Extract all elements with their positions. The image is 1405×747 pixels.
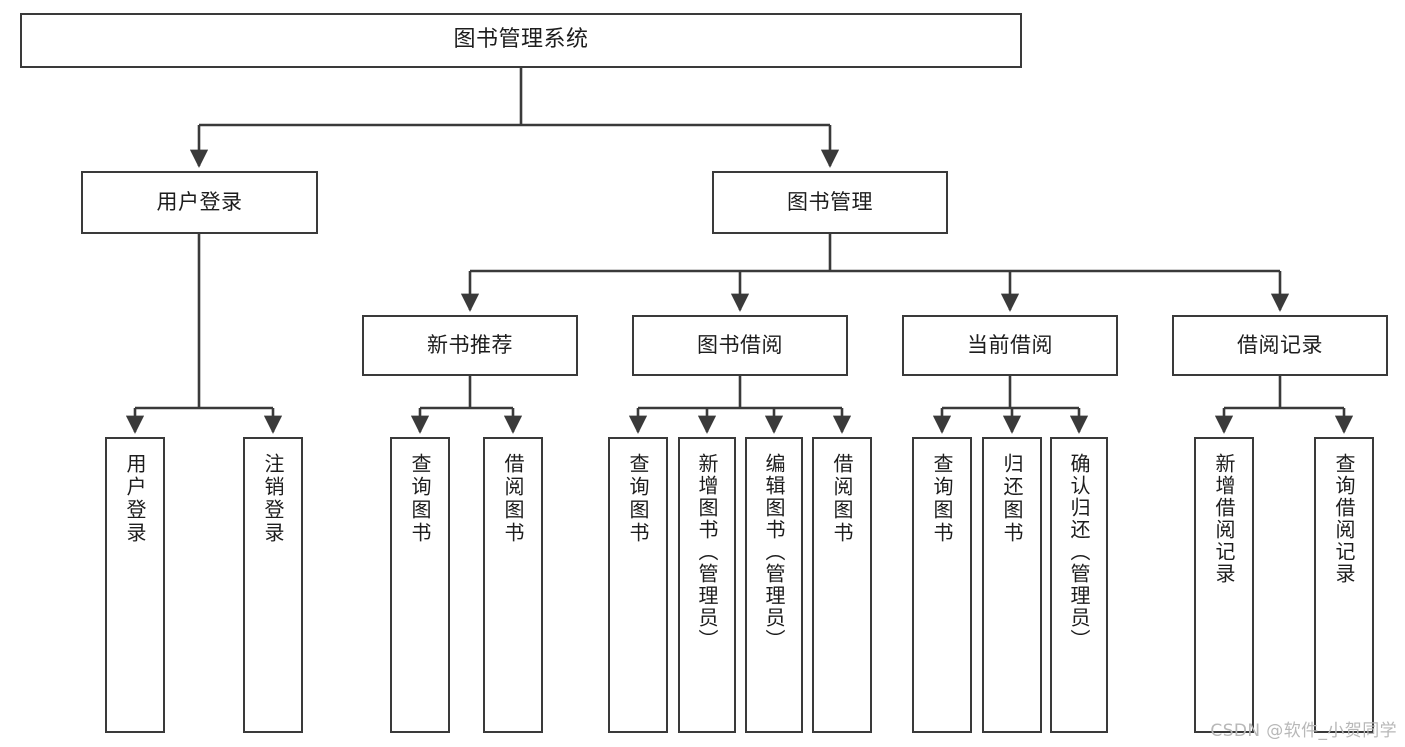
- node-leaf-borrow-book-label: 借阅图书: [830, 453, 854, 545]
- node-leaf-query-book-new[interactable]: 查询图书: [390, 437, 450, 733]
- node-user-login-label: 用户登录: [156, 189, 243, 214]
- node-book-manage-label: 图书管理: [787, 189, 873, 214]
- node-leaf-user-login-label: 用户登录: [123, 453, 147, 545]
- node-leaf-query-book-borrow[interactable]: 查询图书: [608, 437, 668, 733]
- node-leaf-add-borrow-record-label: 新增借阅记录: [1212, 453, 1236, 585]
- node-leaf-confirm-return-admin[interactable]: 确认归还（管理员）: [1050, 437, 1108, 733]
- node-leaf-query-book-borrow-label: 查询图书: [626, 453, 650, 545]
- node-leaf-edit-book-admin[interactable]: 编辑图书（管理员）: [745, 437, 803, 733]
- node-leaf-add-book-admin-label: 新增图书（管理员）: [695, 453, 719, 651]
- node-leaf-add-borrow-record[interactable]: 新增借阅记录: [1194, 437, 1254, 733]
- node-current-borrow-label: 当前借阅: [967, 332, 1053, 357]
- node-leaf-borrow-book[interactable]: 借阅图书: [812, 437, 872, 733]
- node-book-manage[interactable]: 图书管理: [712, 171, 948, 234]
- node-current-borrow[interactable]: 当前借阅: [902, 315, 1118, 376]
- node-leaf-borrow-book-new[interactable]: 借阅图书: [483, 437, 543, 733]
- node-leaf-edit-book-admin-label: 编辑图书（管理员）: [762, 453, 786, 651]
- node-root-system[interactable]: 图书管理系统: [20, 13, 1022, 68]
- node-leaf-return-book-label: 归还图书: [1000, 453, 1024, 545]
- node-leaf-user-login[interactable]: 用户登录: [105, 437, 165, 733]
- node-borrow-record[interactable]: 借阅记录: [1172, 315, 1388, 376]
- node-leaf-add-book-admin[interactable]: 新增图书（管理员）: [678, 437, 736, 733]
- node-leaf-query-book-new-label: 查询图书: [408, 453, 432, 545]
- node-leaf-return-book[interactable]: 归还图书: [982, 437, 1042, 733]
- node-leaf-query-borrow-record[interactable]: 查询借阅记录: [1314, 437, 1374, 733]
- node-leaf-confirm-return-admin-label: 确认归还（管理员）: [1067, 453, 1091, 651]
- node-leaf-borrow-book-new-label: 借阅图书: [501, 453, 525, 545]
- node-leaf-logout-label: 注销登录: [261, 453, 285, 545]
- node-leaf-query-borrow-record-label: 查询借阅记录: [1332, 453, 1356, 585]
- node-leaf-logout[interactable]: 注销登录: [243, 437, 303, 733]
- node-user-login[interactable]: 用户登录: [81, 171, 318, 234]
- node-book-borrow[interactable]: 图书借阅: [632, 315, 848, 376]
- node-leaf-query-book-current[interactable]: 查询图书: [912, 437, 972, 733]
- node-new-book-recommend-label: 新书推荐: [427, 332, 513, 357]
- node-new-book-recommend[interactable]: 新书推荐: [362, 315, 578, 376]
- node-borrow-record-label: 借阅记录: [1237, 332, 1323, 357]
- node-root-system-label: 图书管理系统: [453, 27, 589, 53]
- csdn-watermark: CSDN @软件_小贺同学: [1210, 721, 1397, 741]
- node-book-borrow-label: 图书借阅: [697, 332, 783, 357]
- node-leaf-query-book-current-label: 查询图书: [930, 453, 954, 545]
